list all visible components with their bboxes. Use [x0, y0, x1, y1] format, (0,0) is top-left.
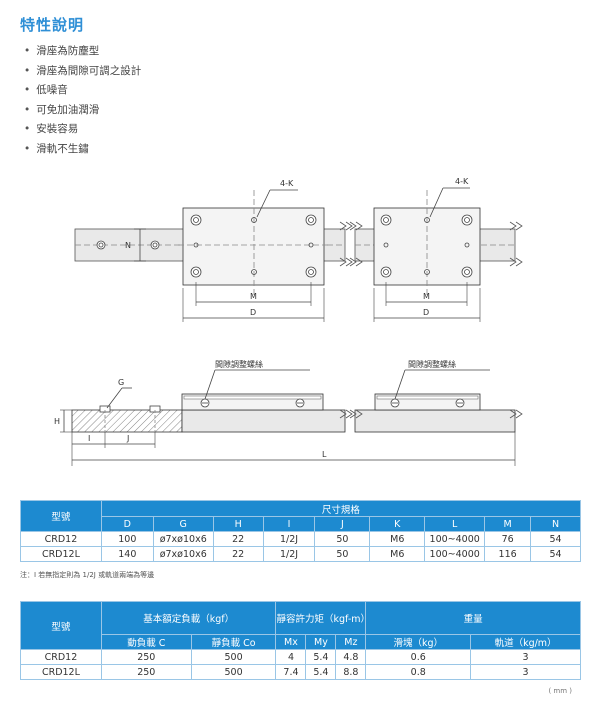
model-cell: CRD12	[20, 531, 102, 547]
table-cell: 3	[470, 664, 581, 680]
column-header: I	[262, 516, 316, 532]
table-cell: 76	[484, 531, 532, 547]
label-m-left: M	[250, 292, 257, 301]
label-m-right: M	[423, 292, 430, 301]
model-cell: CRD12L	[20, 546, 102, 562]
feature-item: 可免加油潤滑	[24, 101, 141, 121]
column-header: 靜負載 Co	[190, 634, 277, 650]
table-cell: 0.8	[365, 664, 472, 680]
label-d-left: D	[250, 308, 256, 317]
table-cell: 7.4	[275, 664, 307, 680]
column-header: H	[212, 516, 264, 532]
column-header: K	[369, 516, 426, 532]
table-row: CRD12L 250 500 7.4 5.4 8.8 0.8 3	[20, 664, 581, 680]
table-cell: 1/2J	[262, 546, 316, 562]
feature-item: 滑座為防塵型	[24, 42, 141, 62]
column-header: Mx	[275, 634, 307, 650]
feature-item: 滑座為間隙可調之設計	[24, 62, 141, 82]
table-note: 注：I 若無指定則為 1/2J 或軌道兩端為等邊	[20, 571, 155, 579]
column-header: 動負載 C	[100, 634, 192, 650]
table-cell: 54	[530, 546, 581, 562]
table-cell: 1/2J	[262, 531, 316, 547]
table-cell: 100~4000	[424, 546, 486, 562]
table-cell: 250	[100, 649, 192, 665]
label-d-right: D	[423, 308, 429, 317]
table-cell: 50	[314, 546, 371, 562]
column-header: L	[424, 516, 486, 532]
moment-group-header: 靜容許力矩（kgf-m）	[275, 601, 370, 635]
table-cell: 5.4	[305, 649, 337, 665]
unit-label: ( mm )	[548, 687, 572, 695]
table-cell: 0.6	[365, 649, 472, 665]
table-cell: ø7xø10x6	[152, 531, 214, 547]
label-j: J	[126, 434, 129, 443]
label-h: H	[54, 417, 60, 426]
load-group-header: 基本額定負載（kgf）	[100, 601, 277, 635]
label-k-right: 4-K	[455, 177, 469, 186]
table-cell: 250	[100, 664, 192, 680]
side-view-left	[60, 369, 353, 448]
table-row: CRD12 250 500 4 5.4 4.8 0.6 3	[20, 649, 581, 665]
table-cell: 100	[100, 531, 154, 547]
model-header: 型號	[20, 601, 102, 650]
label-g: G	[118, 378, 124, 387]
column-header: D	[100, 516, 154, 532]
page-title: 特性說明	[20, 16, 85, 34]
label-k-left: 4-K	[280, 179, 294, 188]
table-cell: M6	[369, 546, 426, 562]
column-header: G	[152, 516, 214, 532]
table-cell: 100~4000	[424, 531, 486, 547]
table-cell: 140	[100, 546, 154, 562]
label-screw-left: 間隙調整螺絲	[215, 359, 263, 369]
table-cell: M6	[369, 531, 426, 547]
label-screw-right: 間隙調整螺絲	[408, 359, 456, 369]
top-view-right	[349, 187, 523, 322]
feature-item: 安裝容易	[24, 120, 141, 140]
table-cell: 500	[190, 649, 277, 665]
table-cell: 500	[190, 664, 277, 680]
column-header: M	[484, 516, 532, 532]
table-cell: 5.4	[305, 664, 337, 680]
load-spec-table: 型號 基本額定負載（kgf） 靜容許力矩（kgf-m） 重量 動負載 C 靜負載…	[20, 601, 581, 680]
column-header: My	[305, 634, 337, 650]
feature-list: 滑座為防塵型 滑座為間隙可調之設計 低噪音 可免加油潤滑 安裝容易 滑軌不生鏽	[24, 42, 141, 160]
model-cell: CRD12	[20, 649, 102, 665]
table-row: CRD12L 140 ø7xø10x6 22 1/2J 50 M6 100~40…	[20, 546, 581, 562]
weight-group-header: 重量	[365, 601, 581, 635]
table-cell: 4.8	[335, 649, 367, 665]
table-cell: 50	[314, 531, 371, 547]
table-cell: 22	[212, 531, 264, 547]
table-cell: 4	[275, 649, 307, 665]
label-i: I	[88, 434, 90, 443]
table-cell: 8.8	[335, 664, 367, 680]
label-l: L	[322, 450, 327, 459]
column-header: Mz	[335, 634, 367, 650]
column-header: J	[314, 516, 371, 532]
dimension-group-header: 尺寸規格	[100, 500, 582, 517]
column-header: 軌道（kg/m）	[470, 634, 581, 650]
feature-item: 低噪音	[24, 81, 141, 101]
column-header: 滑塊（kg）	[365, 634, 472, 650]
table-row: CRD12 100 ø7xø10x6 22 1/2J 50 M6 100~400…	[20, 531, 581, 547]
dimension-spec-table: 型號 尺寸規格 D G H I J K L M N CRD12 100 ø7xø…	[20, 500, 582, 562]
model-cell: CRD12L	[20, 664, 102, 680]
feature-item: 滑軌不生鏽	[24, 140, 141, 160]
technical-drawing: 4-K 4-K N M D M D 間隙調整螺絲 間隙調整螺絲 G H I J …	[54, 177, 523, 466]
table-cell: 116	[484, 546, 532, 562]
column-header: N	[530, 516, 581, 532]
label-n: N	[125, 241, 131, 250]
table-cell: 22	[212, 546, 264, 562]
model-header: 型號	[20, 500, 102, 532]
side-view-right	[71, 369, 523, 466]
top-view-left	[74, 189, 353, 322]
table-cell: 3	[470, 649, 581, 665]
table-cell: 54	[530, 531, 581, 547]
table-cell: ø7xø10x6	[152, 546, 214, 562]
